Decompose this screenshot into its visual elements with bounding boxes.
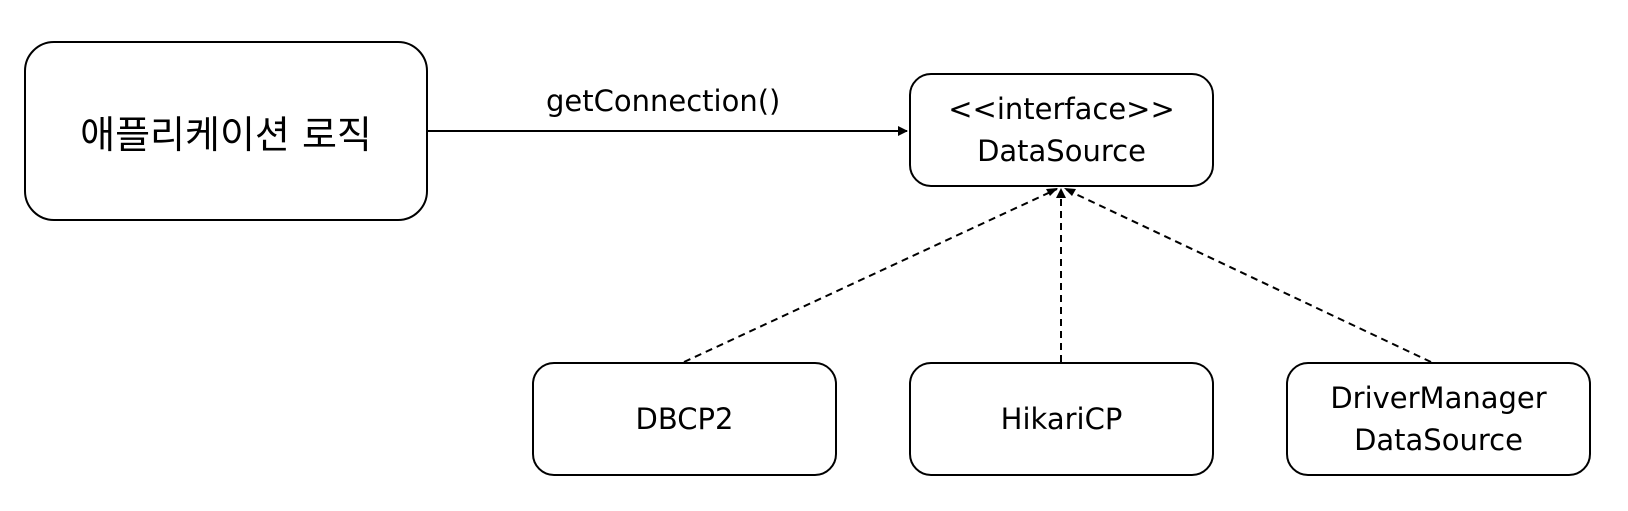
- drivermanager-datasource-box: DriverManager DataSource: [1286, 362, 1591, 476]
- drivermanager-label: DriverManager: [1330, 381, 1547, 415]
- application-logic-label: 애플리케이션 로직: [80, 112, 372, 157]
- dbcp2-label: DBCP2: [635, 402, 734, 436]
- datasource-interface-box: <<interface>> DataSource: [909, 73, 1214, 187]
- arrowhead-dmds: [1064, 188, 1076, 196]
- interface-stereotype: <<interface>>: [948, 92, 1175, 126]
- hikaricp-box: HikariCP: [909, 362, 1214, 476]
- get-connection-label: getConnection(): [546, 84, 781, 118]
- arrowhead-dbcp2: [1046, 188, 1058, 196]
- hikaricp-label: HikariCP: [1000, 402, 1123, 436]
- realization-arrow-dbcp2: [683, 188, 1058, 363]
- application-logic-box: 애플리케이션 로직: [24, 41, 428, 221]
- datasource-label: DataSource: [977, 134, 1146, 168]
- arrowhead-hikari: [1056, 188, 1066, 198]
- realization-arrow-dmds: [1064, 188, 1432, 363]
- dbcp2-box: DBCP2: [532, 362, 837, 476]
- drivermanager-datasource-label: DataSource: [1354, 423, 1523, 457]
